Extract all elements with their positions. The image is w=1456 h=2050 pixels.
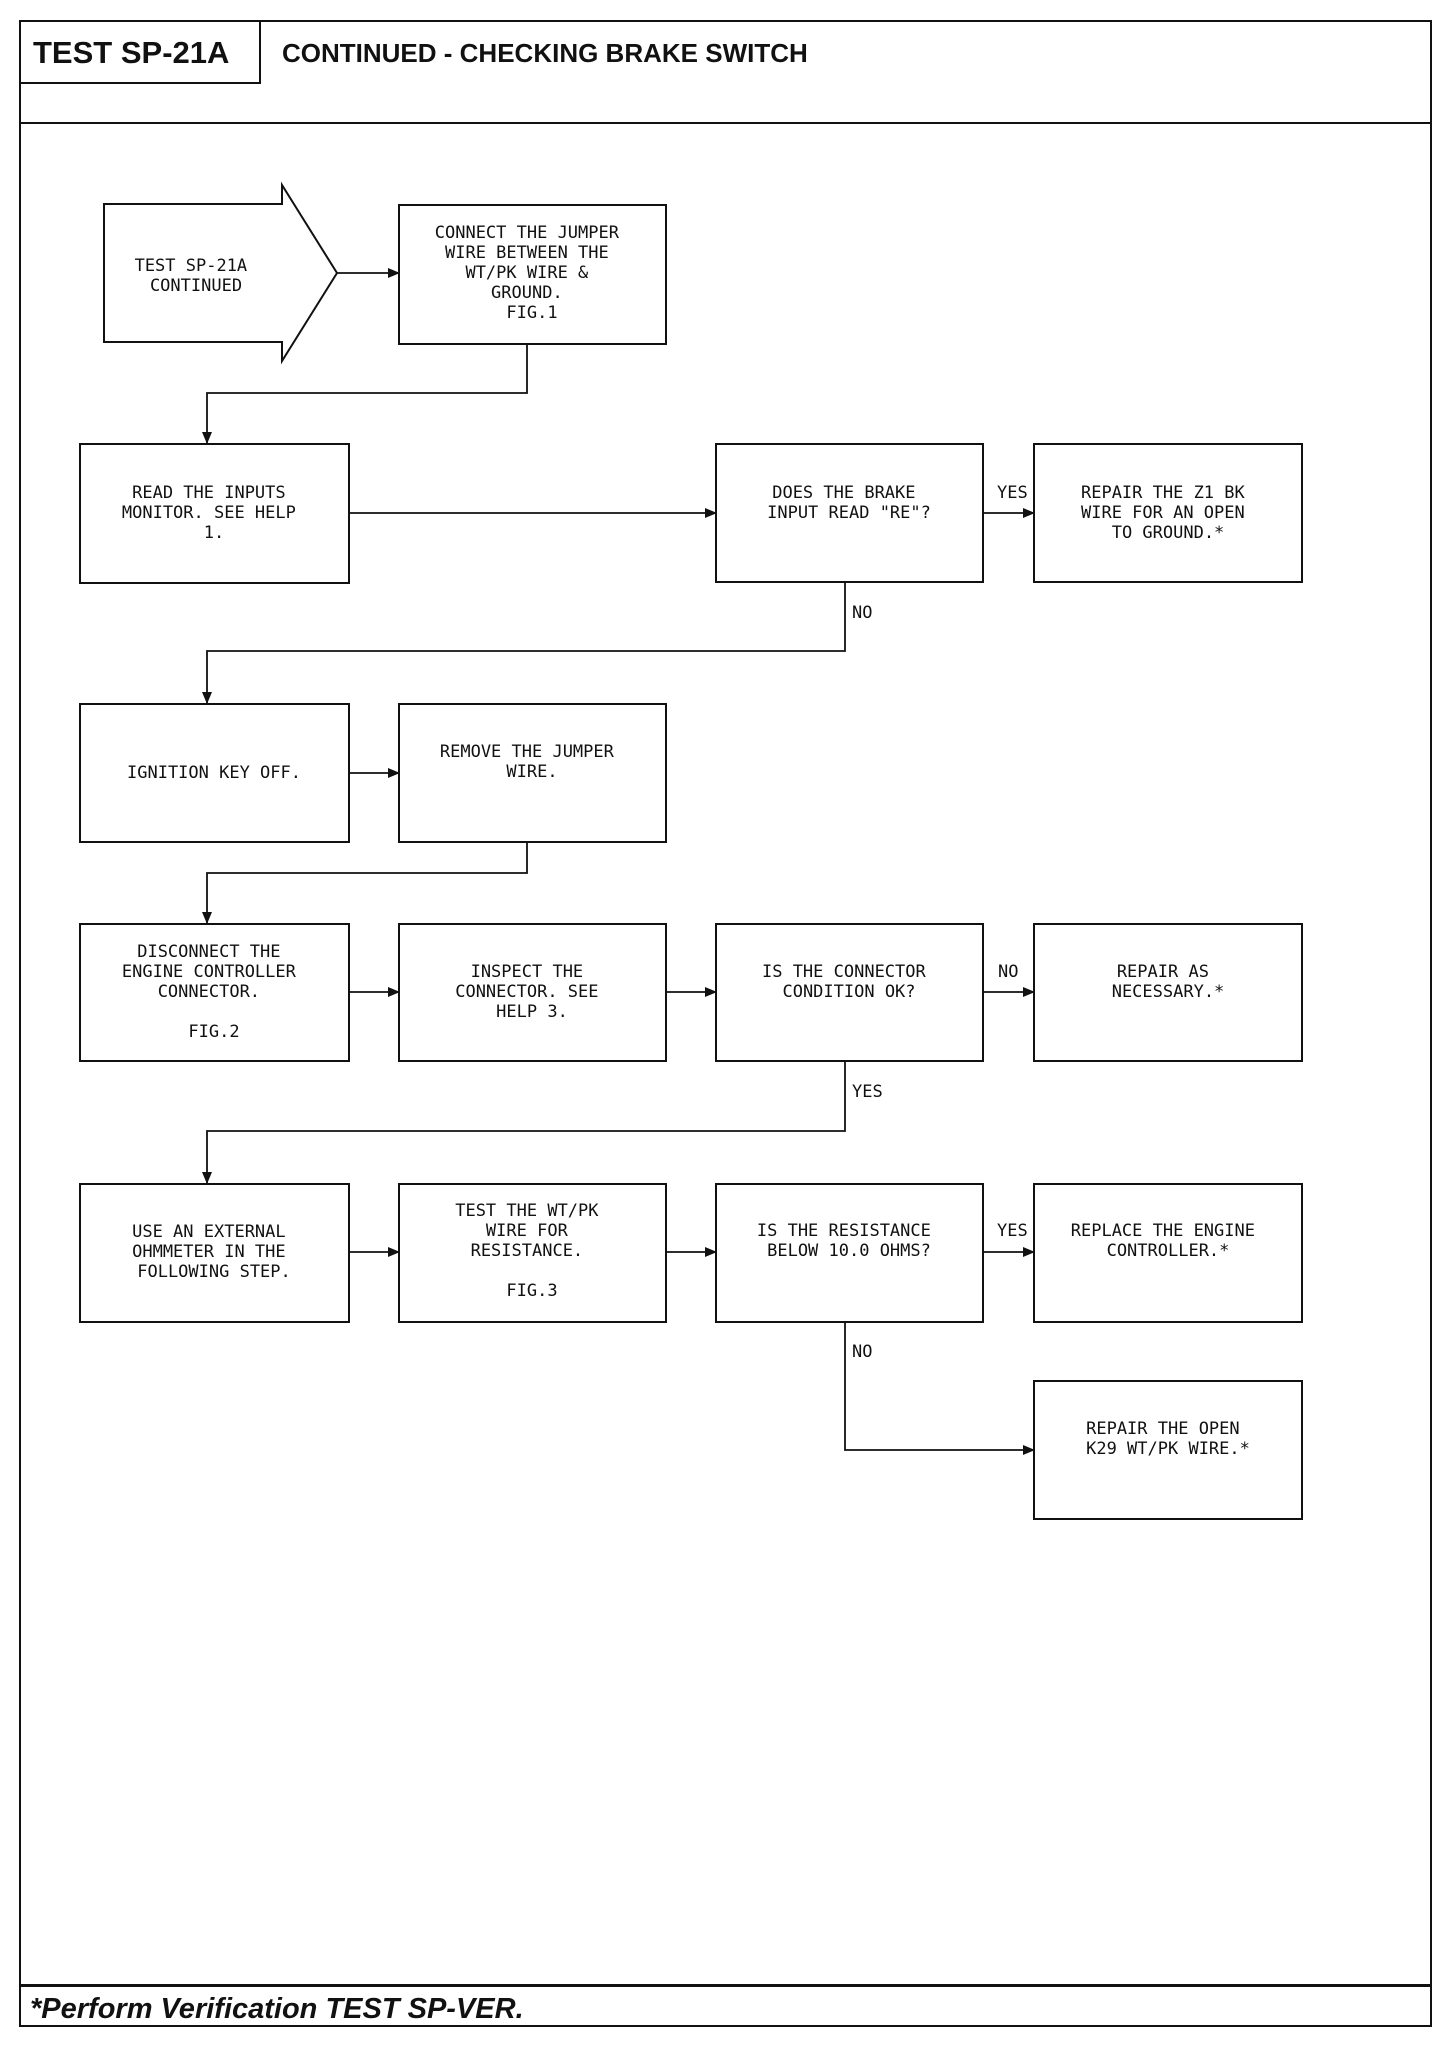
resistance-q-line-2: BELOW 10.0 OHMS?	[767, 1241, 931, 1261]
node-remove-jumper: REMOVE THE JUMPER WIRE.	[398, 703, 667, 843]
node-disconnect-connector: DISCONNECT THE ENGINE CONTROLLER CONNECT…	[79, 923, 350, 1062]
inspect-line-1: INSPECT THE	[471, 962, 584, 982]
repair-necessary-line-1: REPAIR AS	[1117, 962, 1209, 982]
ignition-off-line-1: IGNITION KEY OFF.	[127, 763, 301, 783]
svg-text:CONNECT THE JUMPER WIRE: CONNECT THE JUMPER WIRE BETWEEN THE WT/P…	[435, 223, 629, 323]
repair-z1-line-1: REPAIR THE Z1 BK	[1081, 483, 1246, 503]
disconnect-line-2: ENGINE CONTROLLER	[122, 962, 297, 982]
node-repair-as-necessary: REPAIR AS NECESSARY.*	[1033, 923, 1303, 1062]
repair-open-line-2: K29 WT/PK WIRE.*	[1086, 1439, 1250, 1459]
resistance-yes-label: YES	[997, 1221, 1028, 1241]
svg-text:USE AN EXTERNAL OHMMETER: USE AN EXTERNAL OHMMETER IN THE FOLLOWIN…	[132, 1222, 296, 1282]
node-repair-open-wire: REPAIR THE OPEN K29 WT/PK WIRE.*	[1033, 1380, 1303, 1520]
edge-connect-to-read	[202, 344, 528, 444]
ohmmeter-line-1: USE AN EXTERNAL	[132, 1222, 286, 1242]
remove-jumper-line-2: WIRE.	[506, 762, 557, 782]
edge-brake-no	[202, 582, 846, 704]
node-brake-input-question: DOES THE BRAKE INPUT READ "RE"?	[715, 443, 984, 583]
node-ignition-off: IGNITION KEY OFF.	[79, 703, 350, 843]
remove-jumper-line-1: REMOVE THE JUMPER	[440, 742, 615, 762]
inspect-line-2: CONNECTOR. SEE	[455, 982, 598, 1002]
connect-jumper-line-1: CONNECT THE JUMPER	[435, 223, 620, 243]
node-inspect-connector: INSPECT THE CONNECTOR. SEE HELP 3.	[398, 923, 667, 1062]
connect-jumper-line-3: WT/PK WIRE &	[465, 263, 589, 283]
disconnect-line-5: FIG.2	[188, 1022, 239, 1042]
resistance-no-label: NO	[852, 1342, 872, 1362]
node-replace-controller: REPLACE THE ENGINE CONTROLLER.*	[1033, 1183, 1303, 1323]
start-arrow-shape	[103, 181, 339, 365]
svg-text:REMOVE THE JUMPER WIRE.: REMOVE THE JUMPER WIRE.	[440, 742, 624, 782]
edge-connector-yes	[202, 1061, 846, 1184]
svg-text:INSPECT THE CONNECTOR. S: INSPECT THE CONNECTOR. SEE HELP 3.	[455, 962, 609, 1022]
header-bar	[19, 20, 1432, 124]
test-wire-line-5: FIG.3	[506, 1281, 557, 1301]
brake-yes-label: YES	[997, 483, 1028, 503]
connectors	[202, 268, 1035, 1455]
repair-z1-line-2: WIRE FOR AN OPEN	[1081, 503, 1245, 523]
node-connector-question: IS THE CONNECTOR CONDITION OK?	[715, 923, 984, 1062]
test-wire-line-3: RESISTANCE.	[471, 1241, 584, 1261]
node-read-inputs: READ THE INPUTS MONITOR. SEE HELP 1.	[79, 443, 350, 584]
test-wire-line-1: TEST THE WT/PK	[455, 1201, 599, 1221]
replace-controller-line-1: REPLACE THE ENGINE	[1071, 1221, 1255, 1241]
resistance-q-line-1: IS THE RESISTANCE	[757, 1221, 931, 1241]
footer-note: *Perform Verification TEST SP-VER.	[30, 1993, 524, 2025]
node-test-wire: TEST THE WT/PK WIRE FOR RESISTANCE. FIG.…	[398, 1183, 667, 1323]
read-inputs-line-3: 1.	[204, 523, 224, 543]
repair-necessary-line-2: NECESSARY.*	[1112, 982, 1225, 1002]
svg-text:IS THE RESISTANCE BELOW: IS THE RESISTANCE BELOW 10.0 OHMS?	[757, 1221, 941, 1261]
page-frame	[19, 20, 1432, 2027]
disconnect-line-1: DISCONNECT THE	[137, 942, 280, 962]
edge-remove-to-disconnect	[202, 842, 528, 924]
connect-jumper-line-5: FIG.1	[506, 303, 557, 323]
svg-text:REPAIR AS NECESSARY.*: REPAIR AS NECESSARY.*	[1112, 962, 1225, 1002]
replace-controller-line-2: CONTROLLER.*	[1107, 1241, 1230, 1261]
test-id-label: TEST SP-21A	[21, 22, 261, 84]
svg-text:TEST THE WT/PK WIRE FOR: TEST THE WT/PK WIRE FOR RESISTANCE. FIG.…	[455, 1201, 609, 1301]
read-inputs-line-2: MONITOR. SEE HELP	[122, 503, 296, 523]
start-label: TEST SP-21A CONTINUED	[135, 256, 258, 296]
svg-text:IGNITION KEY OFF.: IGNITION KEY OFF.	[127, 763, 301, 783]
svg-text:REPAIR THE OPEN K29 WT/P: REPAIR THE OPEN K29 WT/PK WIRE.*	[1086, 1419, 1250, 1459]
node-resistance-question: IS THE RESISTANCE BELOW 10.0 OHMS?	[715, 1183, 984, 1323]
node-use-ohmmeter: USE AN EXTERNAL OHMMETER IN THE FOLLOWIN…	[79, 1183, 350, 1323]
node-repair-z1: REPAIR THE Z1 BK WIRE FOR AN OPEN TO GRO…	[1033, 443, 1303, 583]
edge-resistance-no	[844, 1321, 1035, 1455]
connect-jumper-line-4: GROUND.	[491, 283, 563, 303]
page-title: CONTINUED - CHECKING BRAKE SWITCH	[282, 38, 808, 68]
ohmmeter-line-2: OHMMETER IN THE	[132, 1242, 286, 1262]
disconnect-line-3: CONNECTOR.	[158, 982, 260, 1002]
inspect-line-3: HELP 3.	[496, 1002, 568, 1022]
repair-open-line-1: REPAIR THE OPEN	[1086, 1419, 1240, 1439]
test-wire-line-2: WIRE FOR	[486, 1221, 569, 1241]
connector-yes-label: YES	[852, 1082, 883, 1102]
start-line-1: TEST SP-21A	[135, 256, 248, 276]
brake-q-line-2: INPUT READ "RE"?	[767, 503, 931, 523]
svg-text:DOES THE BRAKE INPUT REA: DOES THE BRAKE INPUT READ "RE"?	[767, 483, 931, 523]
repair-z1-line-3: TO GROUND.*	[1112, 523, 1225, 543]
svg-text:REPLACE THE ENGINE CONTR: REPLACE THE ENGINE CONTROLLER.*	[1071, 1221, 1265, 1261]
connector-no-label: NO	[998, 962, 1018, 982]
connect-jumper-line-2: WIRE BETWEEN THE	[445, 243, 609, 263]
brake-no-label: NO	[852, 603, 872, 623]
brake-q-line-1: DOES THE BRAKE	[772, 483, 915, 503]
ohmmeter-line-3: FOLLOWING STEP.	[137, 1262, 291, 1282]
svg-text:DISCONNECT THE ENGINE CO: DISCONNECT THE ENGINE CONTROLLER CONNECT…	[122, 942, 306, 1042]
connector-q-line-2: CONDITION OK?	[782, 982, 915, 1002]
footer-divider	[19, 1984, 1432, 1987]
svg-text:REPAIR THE Z1 BK WIRE FO: REPAIR THE Z1 BK WIRE FOR AN OPEN TO GRO…	[1081, 483, 1255, 543]
svg-text:IS THE CONNECTOR CONDITI: IS THE CONNECTOR CONDITION OK?	[762, 962, 936, 1002]
read-inputs-line-1: READ THE INPUTS	[132, 483, 286, 503]
node-connect-jumper: CONNECT THE JUMPER WIRE BETWEEN THE WT/P…	[398, 204, 667, 345]
start-line-2: CONTINUED	[150, 276, 242, 296]
svg-text:READ THE INPUTS MONITOR.: READ THE INPUTS MONITOR. SEE HELP 1.	[122, 483, 306, 543]
connector-q-line-1: IS THE CONNECTOR	[762, 962, 927, 982]
